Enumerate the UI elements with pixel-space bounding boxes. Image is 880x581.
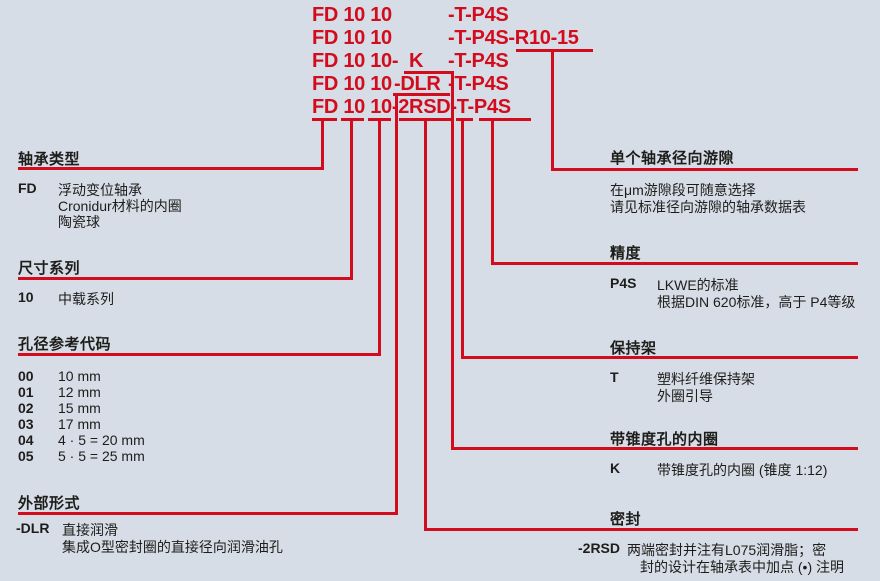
- underline-p4s: [479, 118, 531, 121]
- connector-vertical-p4s: [491, 120, 494, 265]
- section-title-tapered-bore: 带锥度孔的内圈: [610, 431, 719, 448]
- underline-t: [456, 118, 473, 121]
- section-title-radial-clearance: 单个轴承径向游隙: [610, 150, 735, 167]
- designation-line5-full: FD 10 10-2RSD-T-P4S: [312, 96, 511, 118]
- seals-desc-1: 两端密封并注有L075润滑脂；密: [627, 542, 827, 558]
- rule-cage: [461, 356, 858, 359]
- designation-line2-prefix: FD 10 10: [312, 27, 392, 49]
- designation-line1-prefix: FD 10 10: [312, 4, 392, 26]
- underline-fd: [312, 118, 337, 121]
- connector-vertical-t: [461, 120, 464, 359]
- connector-vertical-k: [451, 71, 454, 450]
- section-title-seals: 密封: [610, 511, 642, 528]
- underline-dlr: [393, 93, 450, 96]
- designation-line3-suffix: -T-P4S: [448, 50, 509, 72]
- bore-value-00: 10 mm: [58, 368, 101, 384]
- bearing-type-desc-3: 陶瓷球: [58, 214, 100, 230]
- bore-code-04: 04: [18, 432, 34, 448]
- connector-vertical-2rsd: [424, 120, 427, 531]
- bore-value-05: 5 · 5 = 25 mm: [58, 448, 145, 464]
- rule-dimension-series: [18, 277, 353, 280]
- underline-series-10: [341, 118, 364, 121]
- underline-k: [404, 71, 454, 74]
- section-title-dimension-series: 尺寸系列: [18, 260, 81, 277]
- rule-bearing-type: [18, 167, 324, 170]
- bearing-type-desc-2: Cronidur材料的内圈: [58, 198, 182, 214]
- rule-tapered-bore: [451, 447, 858, 450]
- designation-line4-code-dlr: -DLR: [394, 73, 441, 95]
- external-design-desc-1: 直接润滑: [62, 522, 118, 538]
- code-10: 10: [18, 289, 34, 305]
- cage-desc-1: 塑料纤维保持架: [657, 371, 755, 387]
- bore-value-03: 17 mm: [58, 416, 101, 432]
- code-dlr: -DLR: [16, 520, 50, 536]
- section-title-bore-reference: 孔径参考代码: [18, 336, 112, 353]
- underline-2rsd: [399, 118, 451, 121]
- code-2rsd: -2RSD: [578, 540, 621, 556]
- dimension-series-desc: 中载系列: [58, 291, 114, 307]
- bore-value-02: 15 mm: [58, 400, 101, 416]
- accuracy-desc-1: LKWE的标准: [657, 277, 739, 293]
- code-t: T: [610, 369, 619, 385]
- section-title-bearing-type: 轴承类型: [18, 151, 81, 168]
- seals-desc-2: 封的设计在轴承表中加点 (•) 注明: [640, 559, 845, 575]
- external-design-desc-2: 集成O型密封圈的直接径向润滑油孔: [62, 539, 283, 555]
- connector-vertical-dlr: [395, 93, 398, 515]
- designation-line3-code-k: K: [409, 50, 424, 72]
- connector-vertical-dimension-series: [350, 120, 353, 280]
- section-title-cage: 保持架: [610, 340, 657, 357]
- underline-r10-15: [516, 49, 593, 52]
- accuracy-desc-2: 根据DIN 620标准，高于 P4等级: [657, 294, 856, 310]
- rule-accuracy: [491, 262, 858, 265]
- code-p4s: P4S: [610, 275, 637, 291]
- section-title-external-design: 外部形式: [18, 495, 81, 512]
- connector-vertical-r10-15: [551, 49, 554, 171]
- underline-bore-10: [368, 118, 391, 121]
- rule-seals: [424, 528, 858, 531]
- bore-value-04: 4 · 5 = 20 mm: [58, 432, 145, 448]
- designation-line3-prefix: FD 10 10-: [312, 50, 399, 72]
- tapered-bore-desc: 带锥度孔的内圈 (锥度 1:12): [657, 462, 828, 478]
- code-k: K: [610, 460, 621, 476]
- radial-clearance-desc-1: 在μm游隙段可随意选择: [610, 182, 756, 198]
- bore-value-01: 12 mm: [58, 384, 101, 400]
- designation-line4-suffix: -T-P4S: [448, 73, 509, 95]
- radial-clearance-desc-2: 请见标准径向游隙的轴承数据表: [610, 199, 806, 215]
- rule-bore-reference: [18, 353, 381, 356]
- bore-code-00: 00: [18, 368, 34, 384]
- designation-line1-suffix: -T-P4S: [448, 4, 509, 26]
- bore-code-05: 05: [18, 448, 34, 464]
- connector-vertical-bore-code: [378, 120, 381, 356]
- bore-code-01: 01: [18, 384, 34, 400]
- bearing-type-desc-1: 浮动变位轴承: [58, 182, 142, 198]
- rule-external-design: [18, 512, 398, 515]
- section-title-accuracy: 精度: [610, 245, 642, 262]
- designation-line2-suffix: -T-P4S-R10-15: [448, 27, 579, 49]
- rule-radial-clearance: [551, 168, 858, 171]
- bore-code-03: 03: [18, 416, 34, 432]
- designation-line4-prefix: FD 10 10: [312, 73, 392, 95]
- bore-code-02: 02: [18, 400, 34, 416]
- code-fd: FD: [18, 180, 37, 196]
- connector-vertical-fd: [321, 120, 324, 170]
- cage-desc-2: 外圈引导: [657, 388, 713, 404]
